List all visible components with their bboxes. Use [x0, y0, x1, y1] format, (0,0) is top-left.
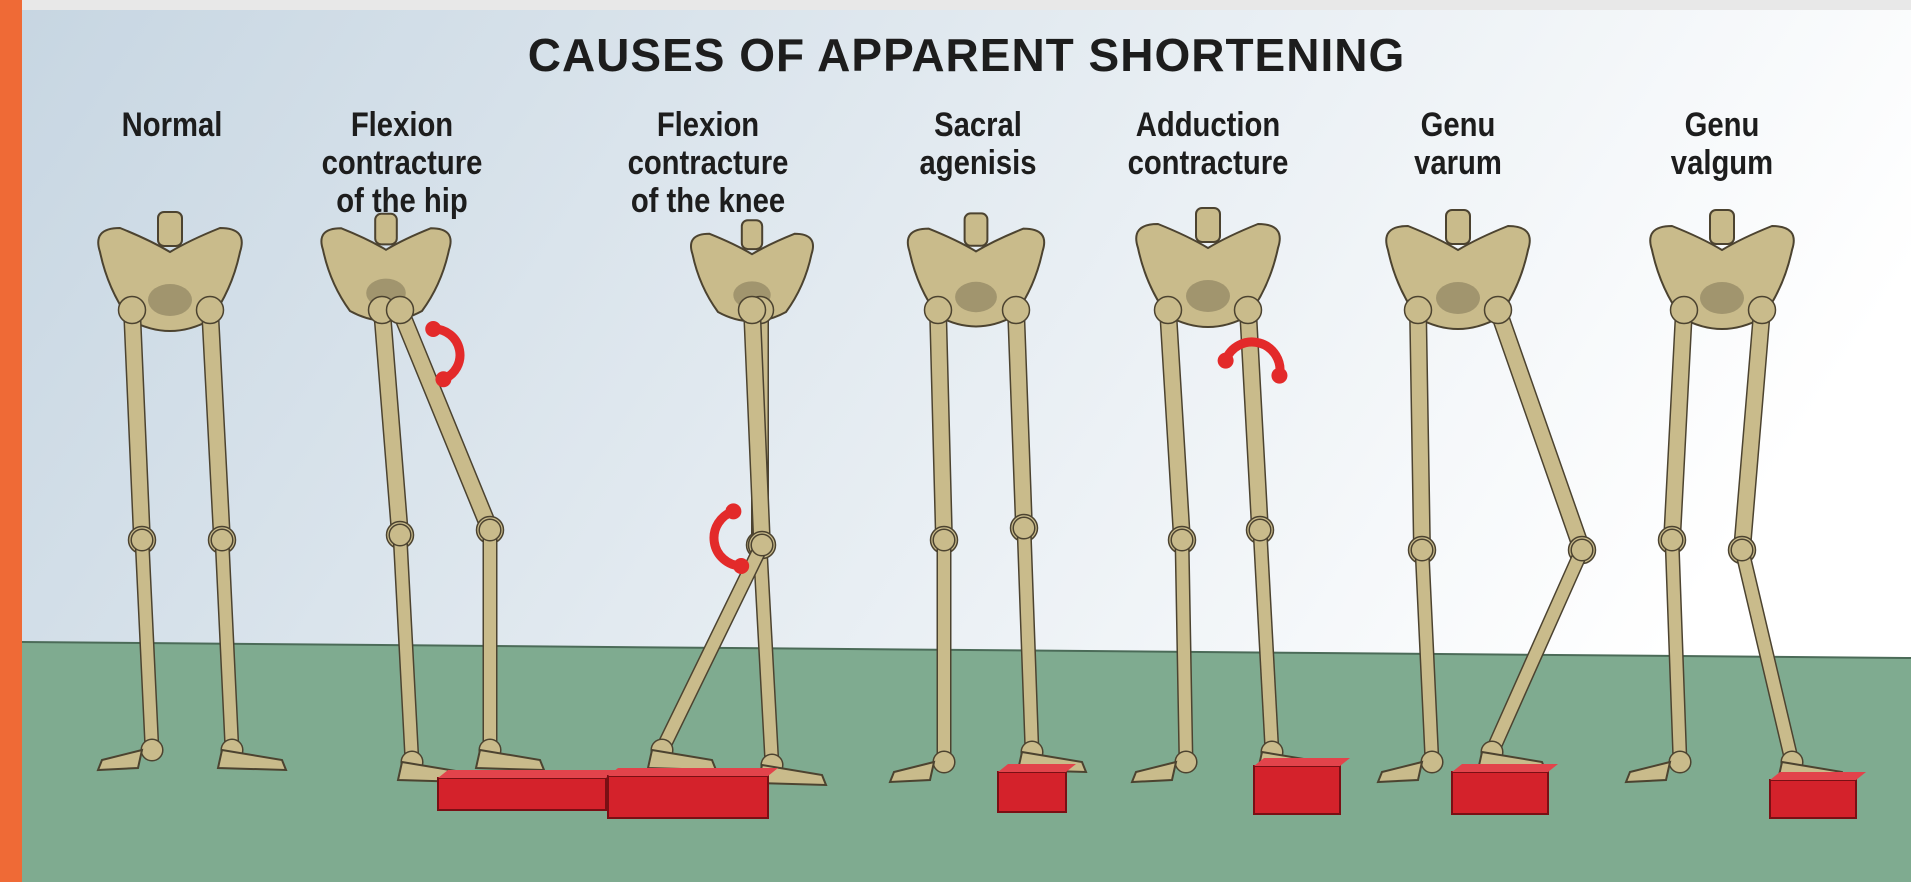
- label-line: Sacral: [875, 106, 1081, 144]
- panel-label-normal: Normal: [69, 106, 275, 144]
- orange-edge-strip: [0, 0, 22, 882]
- valgum-left-leg-tibia-end: [1661, 529, 1683, 551]
- label-line: contracture: [605, 144, 811, 182]
- lift-block-genu-varum: [1452, 772, 1548, 814]
- valgum-left-leg-tibia: [1672, 540, 1680, 762]
- normal-left-leg-tibia-end: [131, 529, 153, 551]
- arrow-hip-flexion-head: [425, 321, 441, 337]
- hip-right-leg-tibia-end: [479, 519, 501, 541]
- sacral-right-leg-tibia-end: [1013, 517, 1035, 539]
- pelvis-genu-varum-foramen: [1436, 282, 1480, 314]
- panel-label-sacral-agenisis: Sacral agenisis: [875, 106, 1081, 182]
- sacral-right-leg-femur-end: [1003, 297, 1030, 324]
- panel-label-genu-varum: Genu varum: [1355, 106, 1561, 182]
- pelvis-normal-foramen: [148, 284, 192, 316]
- label-line: contracture: [1105, 144, 1311, 182]
- normal-left-leg-femur: [132, 310, 142, 540]
- pelvis-normal-sacrum: [158, 212, 182, 246]
- adduction-left-leg-tibia: [1182, 540, 1186, 762]
- label-line: Genu: [1355, 106, 1561, 144]
- lift-block-sacral-top: [998, 764, 1076, 772]
- label-line: Adduction: [1105, 106, 1311, 144]
- label-line: varum: [1355, 144, 1561, 182]
- valgum-right-leg-femur-end: [1749, 297, 1776, 324]
- panel-label-flexion-hip: Flexion contracture of the hip: [299, 106, 505, 220]
- sacral-left-leg-tibia-end: [933, 751, 955, 773]
- sacral-right-leg-femur: [1016, 310, 1024, 528]
- sacral-left-leg-femur-end: [925, 297, 952, 324]
- pelvis-sacral-agenisis-foramen: [955, 282, 997, 312]
- lift-block-flexion-hip: [438, 778, 606, 810]
- label-line: Flexion: [605, 106, 811, 144]
- sacral-left-leg-tibia-end: [933, 529, 955, 551]
- figure-title: CAUSES OF APPARENT SHORTENING: [22, 28, 1911, 82]
- pelvis-adduction-sacrum: [1196, 208, 1220, 242]
- varum-right-leg-femur-end: [1485, 297, 1512, 324]
- normal-right-leg-tibia-end: [211, 529, 233, 551]
- knee-left-leg-femur: [752, 310, 762, 545]
- apparent-shortening-figure: CAUSES OF APPARENT SHORTENING Normal Fle…: [22, 10, 1911, 882]
- pelvis-adduction-foramen: [1186, 280, 1230, 312]
- lift-block-sacral: [998, 772, 1066, 812]
- label-line: valgum: [1619, 144, 1825, 182]
- varum-left-leg-tibia-end: [1411, 539, 1433, 561]
- adduction-left-leg-femur-end: [1155, 297, 1182, 324]
- lift-block-genu-varum-top: [1452, 764, 1558, 772]
- lift-block-adduction-top: [1254, 758, 1350, 766]
- sacral-right-leg-tibia: [1024, 528, 1032, 752]
- knee-left-leg-femur-end: [739, 297, 766, 324]
- arrow-adduction-head: [1271, 368, 1287, 384]
- pelvis-genu-varum-sacrum: [1446, 210, 1470, 244]
- label-line: of the hip: [299, 182, 505, 220]
- valgum-right-leg-tibia-end: [1731, 539, 1753, 561]
- varum-left-leg-femur-end: [1405, 297, 1432, 324]
- normal-left-leg-tibia-end: [141, 739, 163, 761]
- valgum-left-leg-femur-end: [1671, 297, 1698, 324]
- label-line: Flexion: [299, 106, 505, 144]
- normal-left-leg-femur-end: [119, 297, 146, 324]
- lift-block-flexion-knee: [608, 776, 768, 818]
- pelvis-sacral-agenisis-sacrum: [965, 213, 988, 245]
- pelvis-genu-valgum-sacrum: [1710, 210, 1734, 244]
- panel-label-flexion-knee: Flexion contracture of the knee: [605, 106, 811, 220]
- arrow-knee-flexion-head: [733, 558, 749, 574]
- adduction-left-leg-tibia-end: [1171, 529, 1193, 551]
- hip-right-leg-femur-end: [387, 297, 414, 324]
- adduction-left-leg-tibia-end: [1175, 751, 1197, 773]
- arrow-adduction-head: [1218, 353, 1234, 369]
- sacral-left-leg-femur: [938, 310, 944, 540]
- label-line: Normal: [69, 106, 275, 144]
- lift-block-flexion-knee-top: [608, 768, 778, 776]
- label-line: of the knee: [605, 182, 811, 220]
- adduction-right-leg-femur-end: [1235, 297, 1262, 324]
- panel-label-genu-valgum: Genu valgum: [1619, 106, 1825, 182]
- hip-left-leg-tibia-end: [389, 524, 411, 546]
- varum-left-leg-tibia-end: [1421, 751, 1443, 773]
- normal-right-leg-femur-end: [197, 297, 224, 324]
- valgum-left-leg-tibia-end: [1669, 751, 1691, 773]
- label-line: Genu: [1619, 106, 1825, 144]
- adduction-right-leg-tibia-end: [1249, 519, 1271, 541]
- varum-left-leg-femur: [1418, 310, 1422, 550]
- arrow-knee-flexion-head: [725, 503, 741, 519]
- lift-block-genu-valgum: [1770, 780, 1856, 818]
- varum-right-leg-tibia-end: [1571, 539, 1593, 561]
- label-line: agenisis: [875, 144, 1081, 182]
- floor: [22, 642, 1911, 882]
- lift-block-flexion-hip-top: [438, 770, 616, 778]
- knee-left-leg-tibia-end: [751, 534, 773, 556]
- lift-block-genu-valgum-top: [1770, 772, 1866, 780]
- lift-block-adduction: [1254, 766, 1340, 814]
- arrow-hip-flexion-head: [435, 371, 451, 387]
- pelvis-genu-valgum-foramen: [1700, 282, 1744, 314]
- panel-label-adduction-contracture: Adduction contracture: [1105, 106, 1311, 182]
- pelvis-flexion-knee-sacrum: [742, 220, 762, 249]
- label-line: contracture: [299, 144, 505, 182]
